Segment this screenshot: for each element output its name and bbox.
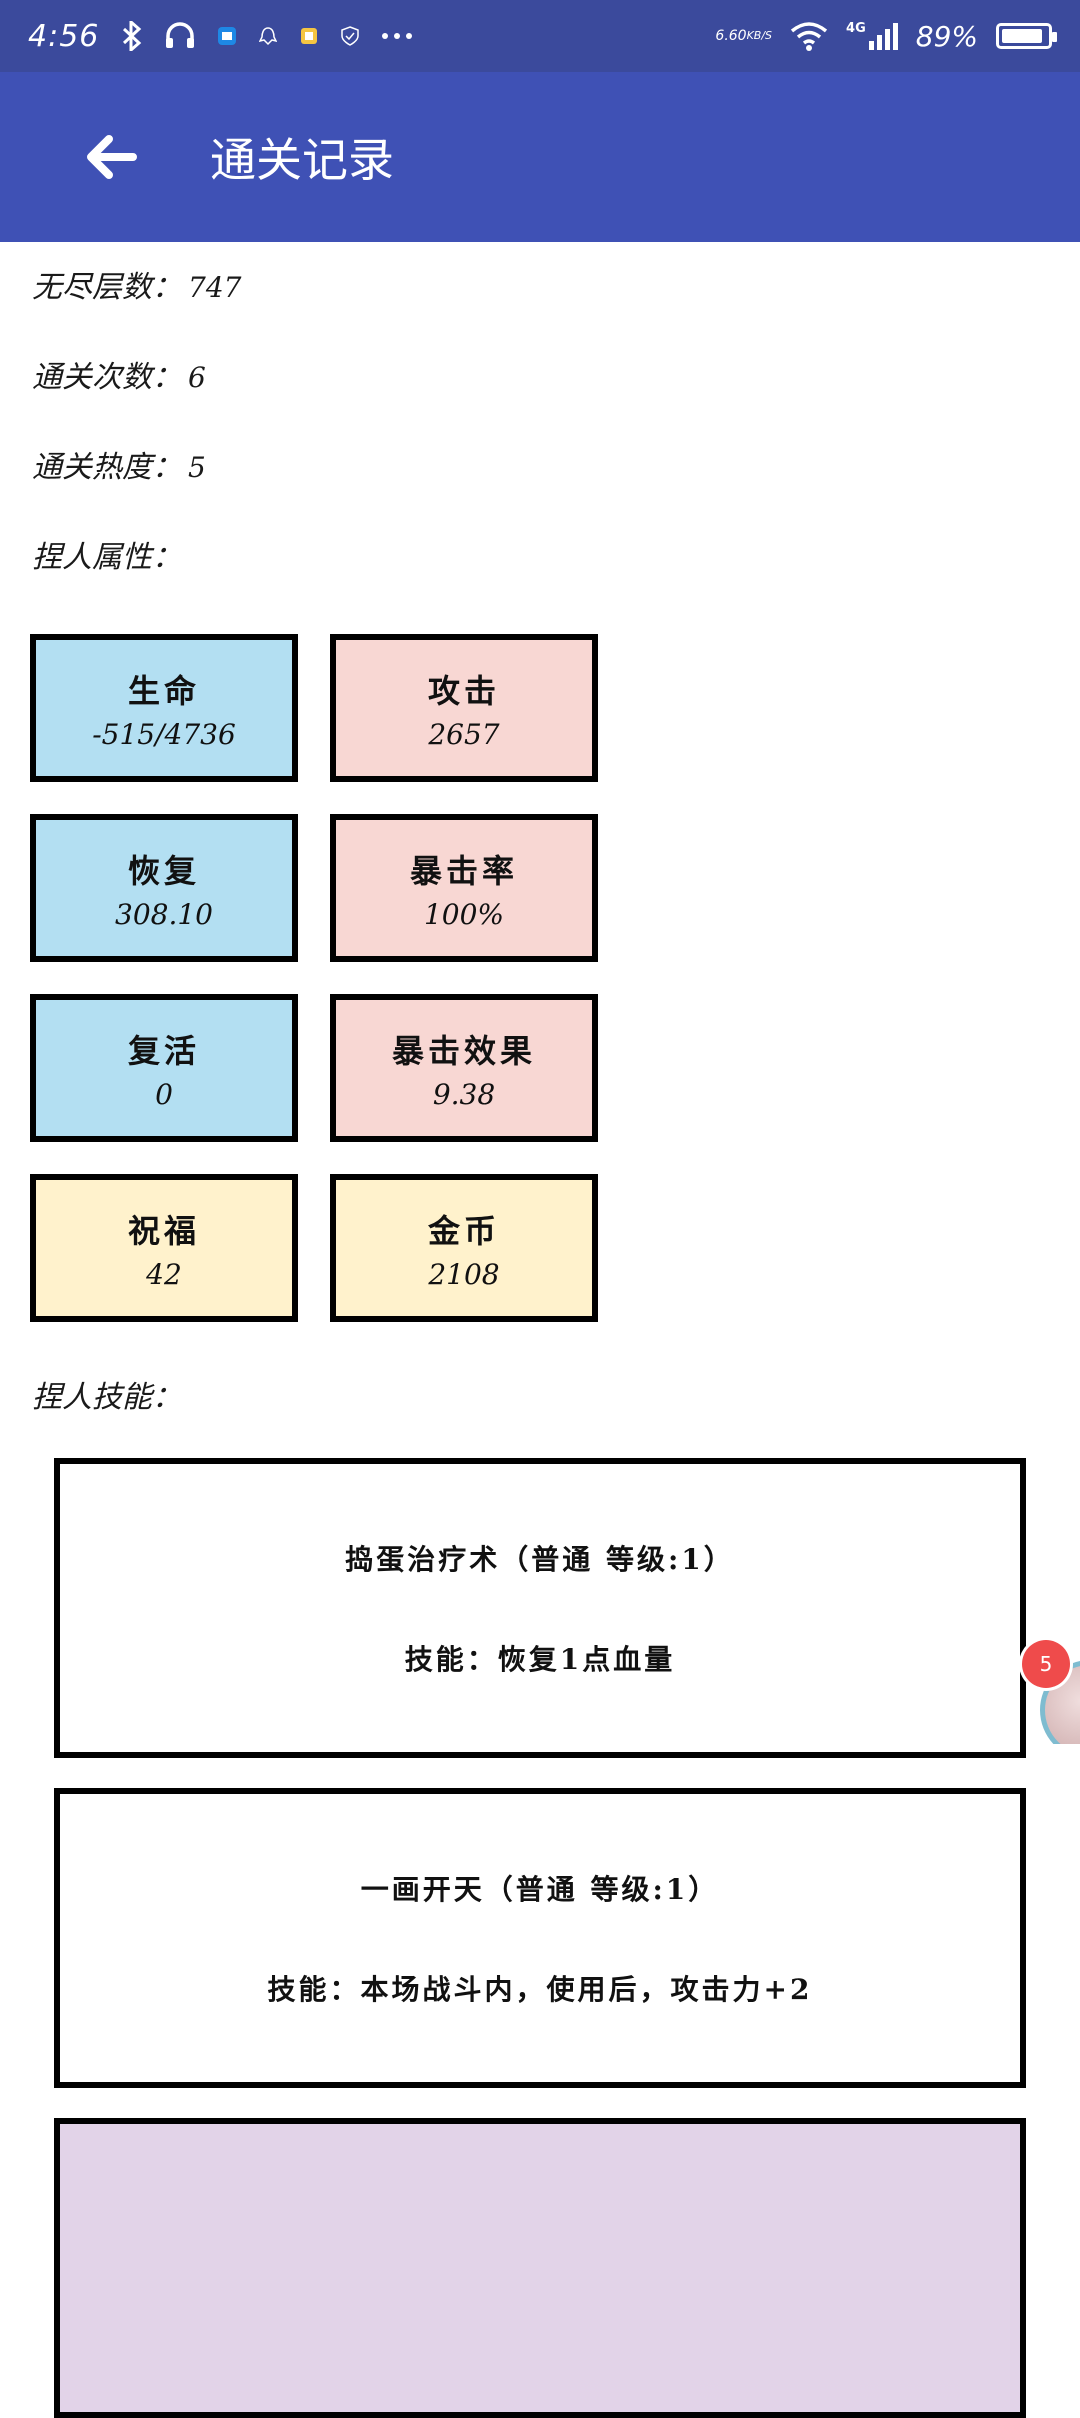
stat-value: 2108 [428, 1257, 500, 1291]
stat-value: 308.10 [115, 897, 213, 931]
qq-icon [259, 26, 278, 46]
battery-percent: 89% [915, 19, 978, 53]
back-button[interactable] [50, 97, 170, 217]
stat-value: 100% [423, 897, 505, 931]
headphones-icon [165, 22, 195, 50]
stat-card-blessing: 祝福 42 [30, 1174, 298, 1322]
skills-heading: 捏人技能： [32, 1380, 182, 1415]
stat-card-crit-rate: 暴击率 100% [330, 814, 598, 962]
skill-card[interactable]: 捣蛋治疗术（普通 等级:1） 技能：恢复1点血量 [54, 1458, 1026, 1758]
stat-card-revive: 复活 0 [30, 994, 298, 1142]
stat-value: 0 [155, 1077, 173, 1111]
notification-icon [299, 26, 319, 46]
endless-floor-label: 无尽层数： [32, 270, 182, 305]
stat-value: 42 [146, 1257, 182, 1291]
clear-heat-label: 通关热度： [32, 450, 182, 485]
stat-name: 祝福 [127, 1211, 200, 1250]
stat-card-gold: 金币 2108 [330, 1174, 598, 1322]
status-time: 4:56 [28, 18, 100, 54]
skill-card[interactable] [54, 2118, 1026, 2418]
stat-name: 恢复 [127, 851, 200, 890]
endless-floor-line: 无尽层数：747 [32, 262, 241, 306]
status-right: 6.60 KB/S 4G 89% [715, 19, 1057, 53]
stat-value: 9.38 [432, 1077, 496, 1111]
stat-value: -515/4736 [92, 717, 236, 751]
stat-name: 暴击效果 [391, 1031, 536, 1070]
clear-count-value: 6 [188, 361, 206, 394]
skill-name: 捣蛋治疗术（普通 等级:1） [345, 1543, 735, 1576]
battery-icon [996, 23, 1057, 49]
clear-count-line: 通关次数：6 [32, 352, 206, 396]
stat-name: 复活 [127, 1031, 200, 1070]
clear-heat-line: 通关热度：5 [32, 442, 206, 486]
stat-name: 攻击 [427, 671, 500, 710]
status-bar: 4:56 6.60 KB/S 4G [0, 0, 1080, 72]
stat-name: 金币 [427, 1211, 500, 1250]
status-left: 4:56 [28, 19, 413, 54]
shield-icon [341, 26, 360, 46]
skill-name: 一画开天（普通 等级:1） [360, 1873, 720, 1906]
arrow-left-icon [87, 135, 137, 179]
network-speed-value: 6.60 [715, 28, 747, 44]
bluetooth-icon [121, 21, 143, 51]
network-speed: 6.60 KB/S [715, 28, 772, 44]
endless-floor-value: 747 [188, 271, 242, 304]
attributes-heading: 捏人属性： [32, 540, 182, 575]
wifi-icon [790, 21, 828, 51]
signal-type: 4G [846, 21, 866, 36]
stat-value: 2657 [428, 717, 500, 751]
stat-name: 生命 [127, 671, 200, 710]
clear-count-label: 通关次数： [32, 360, 182, 395]
stat-card-crit-effect: 暴击效果 9.38 [330, 994, 598, 1142]
clear-heat-value: 5 [188, 451, 206, 484]
app-bar: 通关记录 [0, 72, 1080, 242]
notification-badge: 5 [1022, 1640, 1070, 1688]
stat-card-hp: 生命 -515/4736 [30, 634, 298, 782]
stat-name: 暴击率 [409, 851, 518, 890]
more-icon [381, 32, 413, 40]
stat-card-recovery: 恢复 308.10 [30, 814, 298, 962]
stat-card-attack: 攻击 2657 [330, 634, 598, 782]
signal-icon: 4G [846, 21, 898, 51]
skill-card[interactable]: 一画开天（普通 等级:1） 技能：本场战斗内，使用后，攻击力+2 [54, 1788, 1026, 2088]
skill-description: 技能：本场战斗内，使用后，攻击力+2 [267, 1973, 813, 2006]
skill-description: 技能：恢复1点血量 [404, 1643, 676, 1676]
network-speed-unit: KB/S [746, 29, 773, 42]
app-icon [217, 26, 237, 46]
page-title: 通关记录 [210, 133, 394, 187]
